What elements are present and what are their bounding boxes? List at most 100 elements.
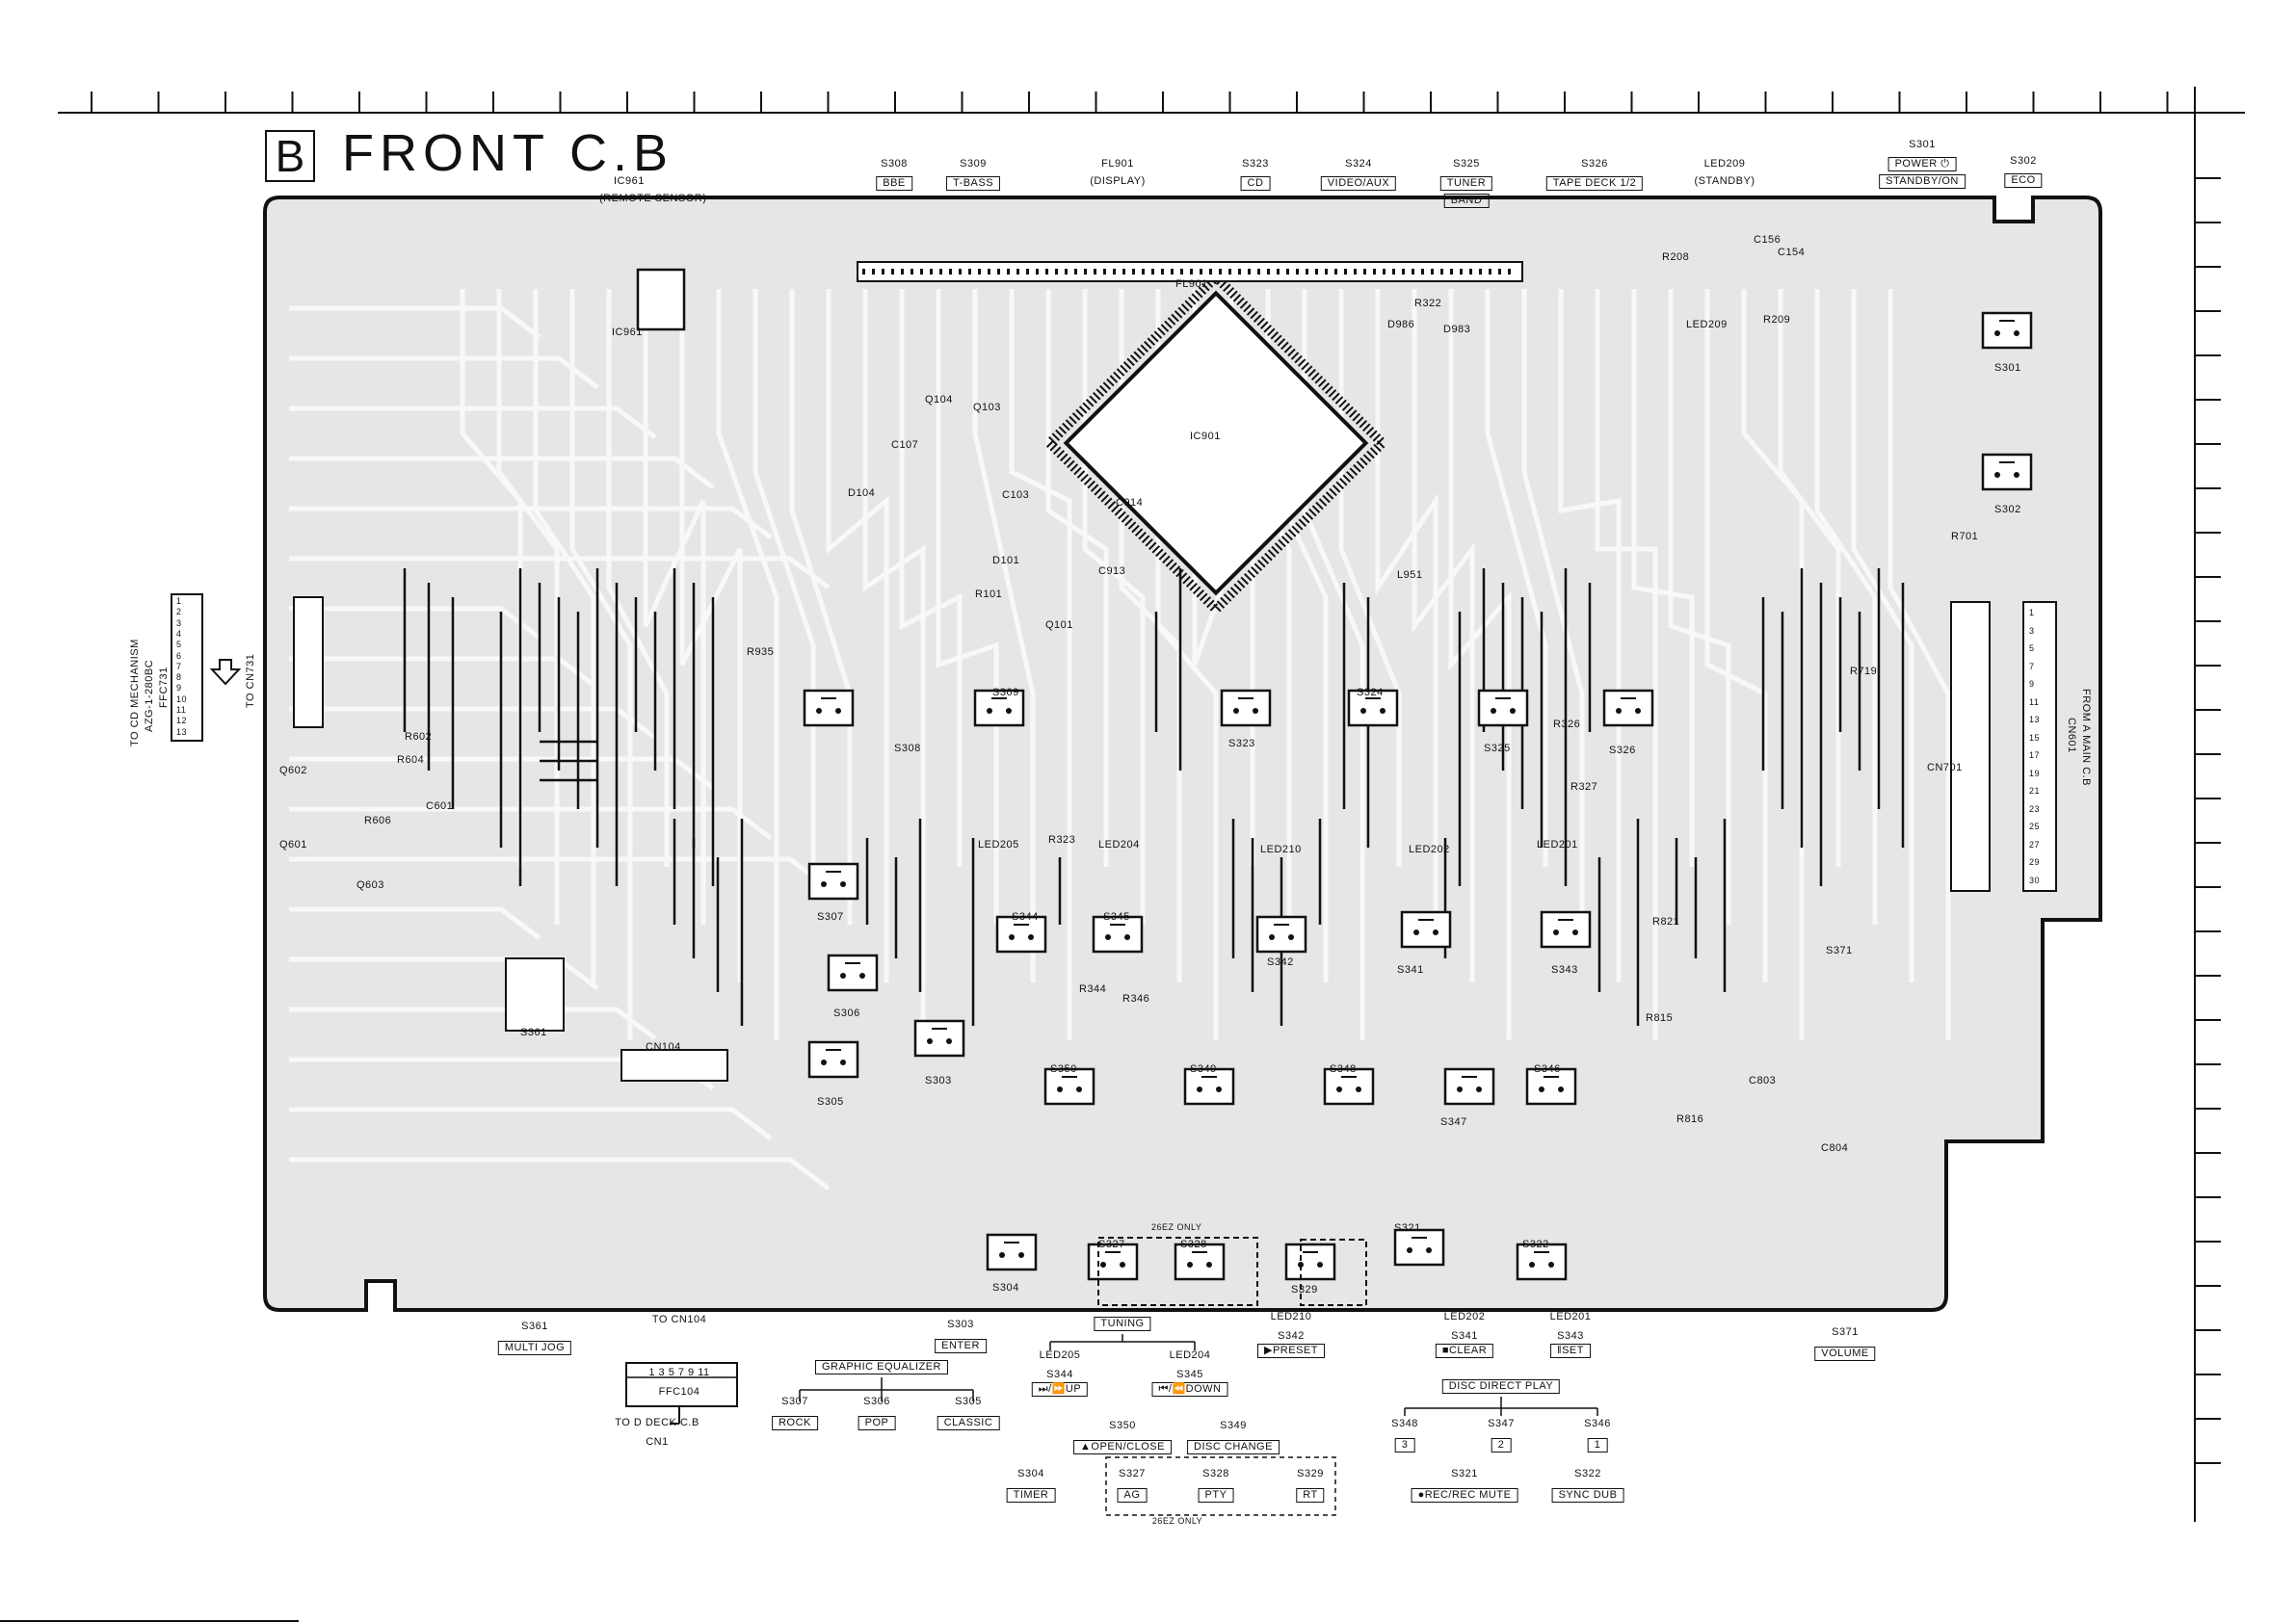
to-d-label-0: TO D DECK C.B (615, 1417, 699, 1428)
s346-label-1: 1 (1587, 1438, 1608, 1453)
cn601-pin: 25 (2029, 822, 2041, 831)
tact-switch (1516, 1243, 1568, 1281)
tact-switch (986, 1233, 1038, 1271)
cn601-pin: 5 (2029, 643, 2035, 653)
ffc104-label-0: 1 3 5 7 9 11 (648, 1367, 710, 1378)
trace (289, 606, 541, 640)
trace (789, 289, 853, 925)
led204-label-0: LED204 (1169, 1349, 1211, 1361)
s308-label-1: BBE (876, 176, 912, 191)
trace (569, 289, 633, 1040)
cn104-header (620, 1049, 728, 1082)
cn601-pin: 1 (2029, 608, 2035, 617)
s361-label-1: MULTI JOG (497, 1341, 572, 1355)
tact-switch (973, 689, 1025, 727)
board-ref-s308: S308 (894, 743, 921, 754)
board-ref-r815: R815 (1646, 1012, 1674, 1024)
cn601-pin: 27 (2029, 839, 2041, 850)
led209-label-1: (STANDBY) (1694, 175, 1755, 187)
board-ref-s302: S302 (1994, 504, 2021, 515)
board-ref-q602: Q602 (279, 765, 307, 776)
s322-label-1: SYNC DUB (1551, 1488, 1624, 1503)
cn601-pin: 7 (2029, 661, 2035, 671)
trace (289, 355, 599, 389)
tact-switch (1092, 915, 1144, 954)
tact-switch (1087, 1243, 1139, 1281)
board-ref-ic961: IC961 (612, 327, 643, 338)
cn601-label-2: CN601 (2066, 718, 2077, 753)
ffc731-label-3: FFC731 (158, 667, 170, 708)
board-ref-s350: S350 (1050, 1063, 1077, 1075)
tact-switch (1393, 1228, 1445, 1267)
board-ref-r602: R602 (405, 731, 433, 743)
cn601-pin: 21 (2029, 786, 2041, 796)
board-ref-q101: Q101 (1045, 619, 1073, 631)
s321-label-0: S321 (1451, 1468, 1478, 1479)
trace (936, 289, 999, 925)
board-ref-q601: Q601 (279, 839, 307, 851)
board-ref-s326: S326 (1609, 745, 1636, 756)
board-ref-r719: R719 (1850, 666, 1878, 677)
board-ref-r346: R346 (1122, 993, 1150, 1005)
board-ref-s309: S309 (992, 687, 1019, 698)
board-ref-s328: S328 (1180, 1239, 1207, 1250)
s327-label-0: S327 (1119, 1468, 1146, 1479)
board-ref-r935: R935 (747, 646, 775, 658)
set-label-0: ‖SET (1550, 1344, 1591, 1358)
led201-label-1: S343 (1557, 1330, 1584, 1342)
trace (1412, 289, 1475, 982)
s347-label-0: S347 (1488, 1418, 1515, 1429)
board-ref-s324: S324 (1357, 687, 1384, 698)
s326-label-0: S326 (1581, 158, 1608, 170)
board-ref-led201: LED201 (1537, 839, 1578, 851)
trace (1485, 289, 1548, 867)
trace (679, 289, 743, 982)
trace (289, 556, 831, 589)
led204-label-1: S345 (1176, 1369, 1203, 1380)
s309-label-1: T-BASS (945, 176, 1001, 191)
s301-label-2: STANDBY/ON (1879, 174, 1966, 189)
s324-label-0: S324 (1345, 158, 1372, 170)
s348-label-1: 3 (1394, 1438, 1415, 1453)
cn601-pin: 17 (2029, 750, 2041, 760)
led205-label-1: S344 (1046, 1369, 1073, 1380)
ffc731-pin: 5 (176, 640, 182, 650)
led205-label-0: LED205 (1039, 1349, 1081, 1361)
board-ref-s303: S303 (925, 1075, 952, 1086)
up-label-0: ⏭/⏩UP (1031, 1382, 1089, 1397)
trace (1814, 289, 1878, 925)
s303-label-1: ENTER (935, 1339, 987, 1353)
trace (1009, 289, 1072, 1040)
trace (289, 806, 773, 840)
board-ref-r101: R101 (975, 589, 1003, 600)
trace (1558, 289, 1622, 982)
board-ref-d983: D983 (1443, 324, 1471, 335)
ffc104-drawing (625, 1362, 738, 1425)
fl901-connector (857, 261, 1523, 282)
board-ref-q103: Q103 (973, 402, 1001, 413)
board-ref-r344: R344 (1079, 983, 1107, 995)
s321-label-1: ●REC/REC MUTE (1411, 1488, 1518, 1503)
ffc731-pin: 2 (176, 607, 182, 617)
trace (289, 1107, 773, 1140)
trace (1521, 289, 1585, 925)
board-ref-c913: C913 (1098, 565, 1126, 577)
tact-switch (1525, 1067, 1577, 1106)
s346-label-0: S346 (1584, 1418, 1611, 1429)
board-ref-d986: D986 (1387, 319, 1415, 330)
s350-label-0: S350 (1109, 1420, 1136, 1431)
ic961-label-0: IC961 (614, 175, 645, 187)
board-ref-s304: S304 (992, 1282, 1019, 1294)
ffc731-pin: 6 (176, 650, 182, 661)
trace (289, 406, 657, 439)
tact-switch (1477, 689, 1529, 727)
ffc731-connector (171, 593, 242, 742)
board-ref-r209: R209 (1763, 314, 1791, 326)
s361-jog (505, 957, 565, 1032)
cn601-pin: 23 (2029, 803, 2041, 814)
ffc731-pin: 9 (176, 683, 182, 694)
board-ref-c154: C154 (1778, 247, 1806, 258)
s301-label-1: POWER ⏻ (1887, 157, 1957, 171)
board-ref-s344: S344 (1012, 911, 1039, 923)
